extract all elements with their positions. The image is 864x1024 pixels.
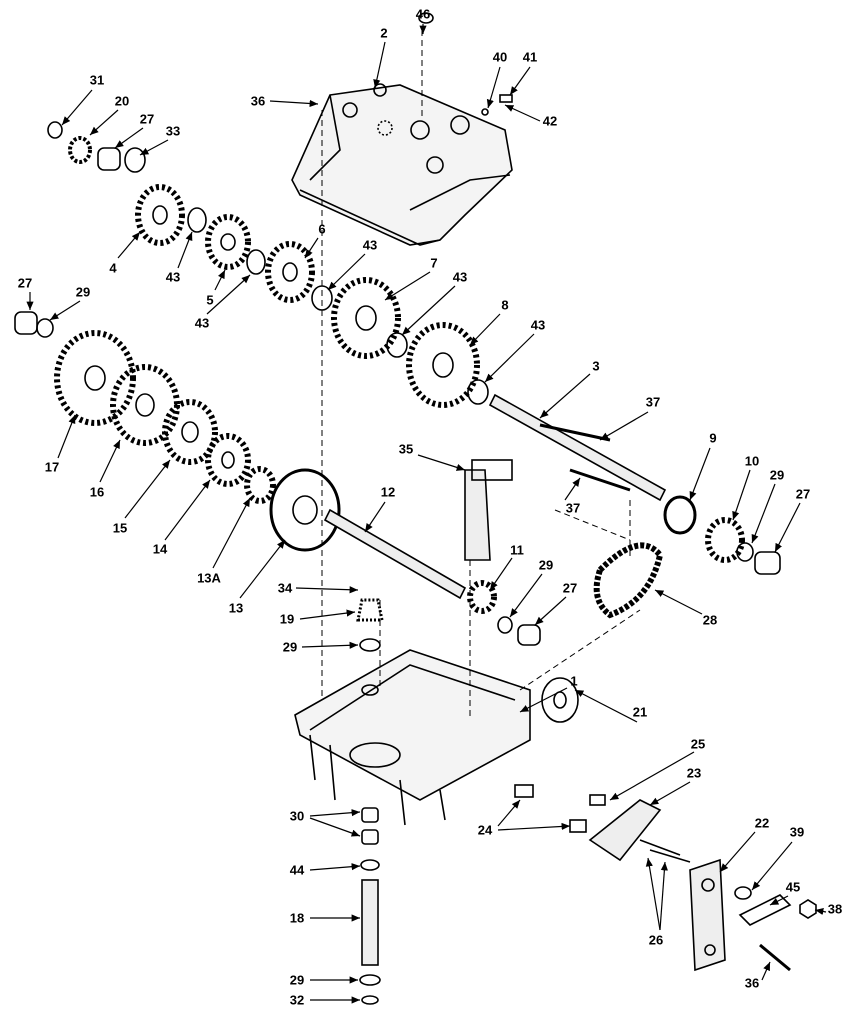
washers	[14, 12, 781, 1005]
part-label: 21	[632, 704, 648, 720]
part-label: 11	[510, 542, 524, 558]
part-label: 26	[648, 932, 664, 948]
part-label: 34	[277, 580, 293, 596]
part-label: 23	[686, 765, 702, 781]
part-label: 36	[250, 93, 266, 109]
part-label: 29	[282, 639, 298, 655]
part-label: 29	[289, 972, 305, 988]
leader-lines	[26, 24, 827, 1004]
part-label: 17	[44, 459, 60, 475]
part-label: 38	[827, 901, 843, 917]
part-label: 33	[165, 123, 181, 139]
part-label: 29	[538, 557, 554, 573]
part-label: 13	[228, 600, 244, 616]
part-label: 41	[522, 49, 538, 65]
part-label: 39	[789, 824, 805, 840]
part-label: 40	[492, 49, 508, 65]
part-label: 29	[769, 467, 785, 483]
part-label: 2	[380, 25, 388, 41]
shafts	[323, 393, 667, 966]
bevel-pinion	[356, 598, 384, 622]
part-label: 5	[206, 292, 214, 308]
part-label: 6	[318, 221, 326, 237]
gears	[54, 184, 745, 614]
gear-hubs	[84, 205, 454, 552]
part-label: 18	[289, 910, 305, 926]
part-label: 42	[542, 113, 558, 129]
part-label: 32	[289, 992, 305, 1008]
drive-chain	[593, 542, 664, 619]
part-label: 7	[430, 255, 438, 271]
part-label: 27	[17, 275, 33, 291]
part-label: 12	[380, 484, 396, 500]
part-label: 29	[75, 284, 91, 300]
part-label: 15	[112, 520, 128, 536]
part-label: 16	[89, 484, 105, 500]
part-label: 14	[152, 541, 168, 557]
bottom-housing	[294, 649, 531, 826]
part-label: 43	[165, 269, 181, 285]
part-label: 43	[530, 317, 546, 333]
part-label: 27	[562, 580, 578, 596]
part-label: 13A	[197, 570, 221, 586]
part-label: 46	[415, 6, 431, 22]
part-label: 44	[289, 862, 305, 878]
part-label: 25	[690, 736, 706, 752]
part-label: 30	[289, 808, 305, 824]
part-label: 37	[565, 500, 581, 516]
part-label: 27	[139, 111, 155, 127]
part-label: 37	[645, 394, 661, 410]
part-label: 22	[754, 815, 770, 831]
shift-linkage	[514, 784, 817, 972]
part-label: 4	[109, 260, 117, 276]
part-label: 43	[452, 269, 468, 285]
part-label: 1	[570, 673, 578, 689]
part-label: 10	[744, 453, 760, 469]
part-label: 28	[702, 612, 718, 628]
part-label: 31	[89, 72, 105, 88]
part-label: 3	[592, 358, 600, 374]
part-label: 43	[194, 315, 210, 331]
part-label: 20	[114, 93, 130, 109]
part-label: 35	[398, 441, 414, 457]
top-housing	[291, 83, 513, 246]
part-label: 9	[709, 430, 717, 446]
part-label: 8	[501, 297, 509, 313]
part-label: 19	[279, 611, 295, 627]
part-label: 45	[785, 879, 801, 895]
part-label: 36	[744, 975, 760, 991]
part-label: 43	[362, 237, 378, 253]
part-label: 24	[477, 822, 493, 838]
part-label: 27	[795, 486, 811, 502]
